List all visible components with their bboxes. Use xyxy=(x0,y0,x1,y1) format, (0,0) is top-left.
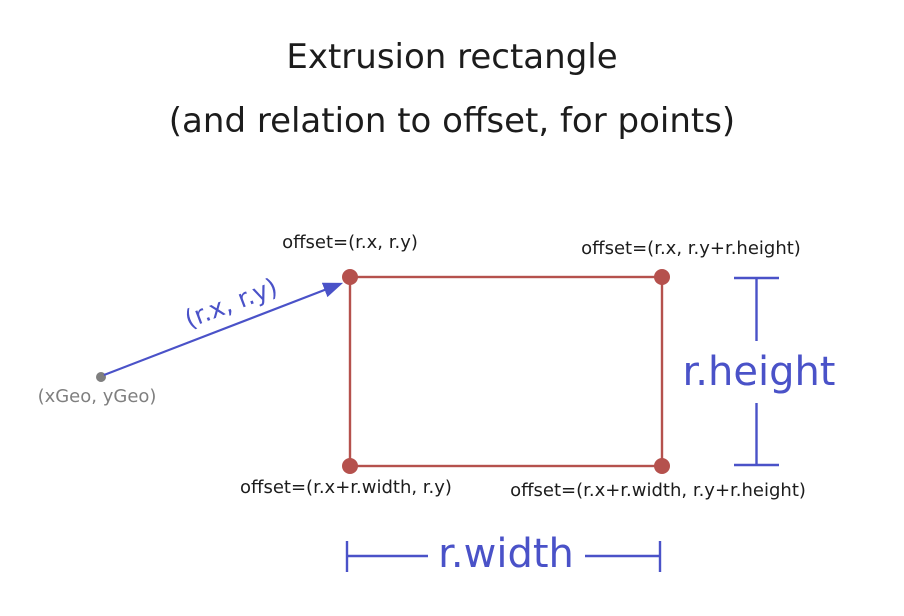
label-r-width: r.width xyxy=(438,531,574,577)
label-offset-top-right: offset=(r.x, r.y+r.height) xyxy=(581,238,801,259)
corner-dot-top-left xyxy=(342,269,358,285)
label-offset-bottom-right: offset=(r.x+r.width, r.y+r.height) xyxy=(510,480,806,501)
label-offset-bottom-left: offset=(r.x+r.width, r.y) xyxy=(240,477,452,498)
corner-dot-bottom-right xyxy=(654,458,670,474)
label-r-height: r.height xyxy=(682,349,836,395)
label-geo-origin: (xGeo, yGeo) xyxy=(37,386,157,407)
geo-origin-dot xyxy=(96,372,106,382)
corner-dot-bottom-left xyxy=(342,458,358,474)
width-dimension-line xyxy=(345,541,662,572)
offset-vector-arrow xyxy=(103,282,344,377)
page-title: Extrusion rectangle xyxy=(286,37,618,77)
page-subtitle: (and relation to offset, for points) xyxy=(168,101,736,141)
label-offset-top-left: offset=(r.x, r.y) xyxy=(282,232,418,253)
corner-dot-top-right xyxy=(654,269,670,285)
extrusion-rectangle-outline xyxy=(348,275,664,468)
height-dimension-line xyxy=(734,276,779,467)
